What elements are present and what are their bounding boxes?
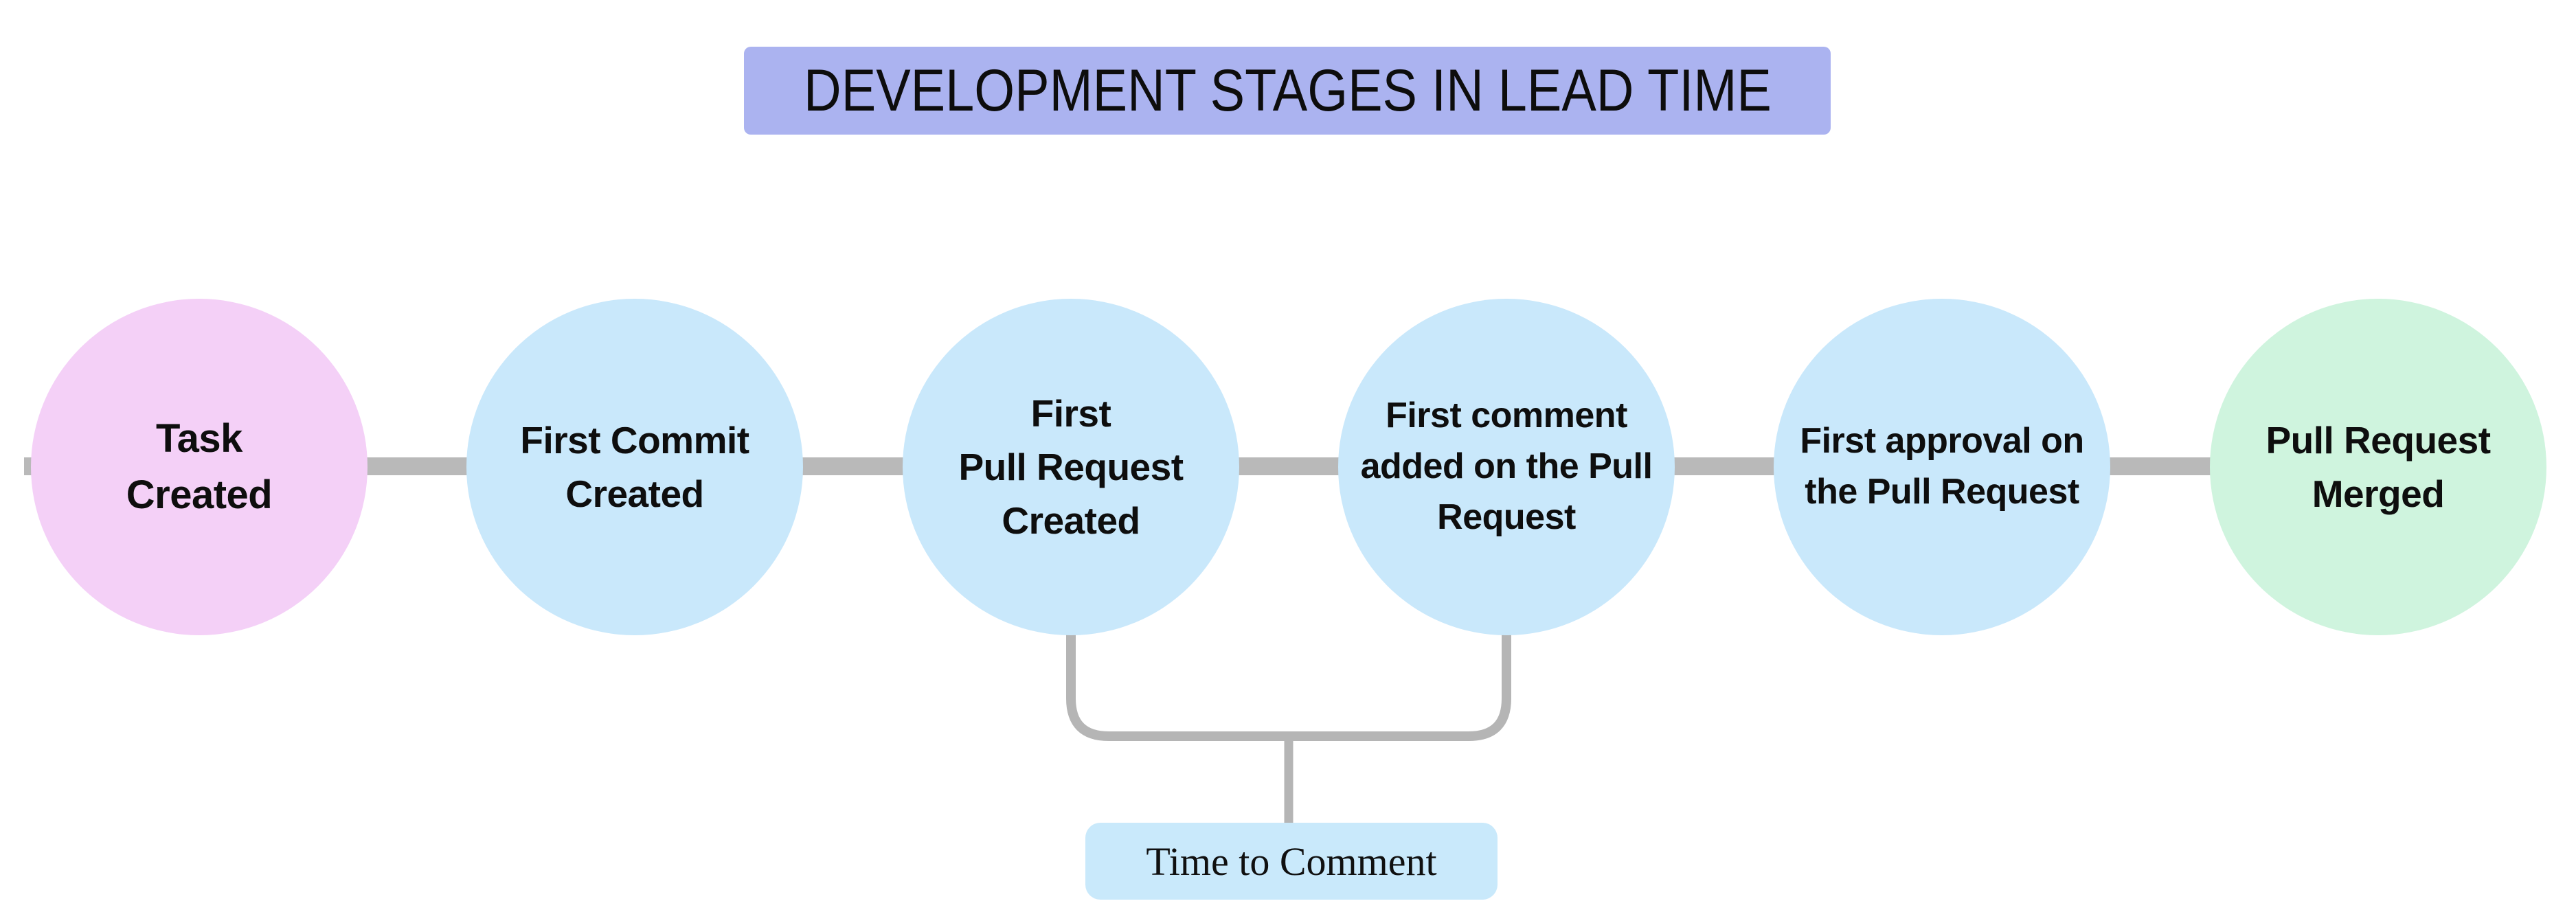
diagram-title-banner: DEVELOPMENT STAGES IN LEAD TIME (744, 47, 1831, 135)
stage-label: First comment added on the Pull Request (1360, 396, 1653, 537)
stage-label: First approval on the Pull Request (1800, 421, 2084, 512)
stage-label: Pull Request Merged (2266, 418, 2491, 515)
stage-label: First Commit Created (520, 418, 749, 515)
stage-circle-task-created: Task Created (31, 299, 368, 635)
stage-circle-first-comment-added: First comment added on the Pull Request (1338, 299, 1675, 635)
diagram-title: DEVELOPMENT STAGES IN LEAD TIME (803, 57, 1772, 124)
time-to-comment-text: Time to Comment (1146, 839, 1437, 884)
stage-circle-first-commit-created: First Commit Created (466, 299, 803, 635)
stage-label: First Pull Request Created (958, 391, 1184, 543)
time-to-comment-label: Time to Comment (1085, 823, 1498, 900)
time-to-comment-bracket (1066, 628, 1511, 741)
stage-circle-first-approval: First approval on the Pull Request (1774, 299, 2110, 635)
stage-circle-first-pull-request-created: First Pull Request Created (903, 299, 1239, 635)
stage-circle-pull-request-merged: Pull Request Merged (2210, 299, 2546, 635)
stage-label: Task Created (126, 415, 273, 517)
